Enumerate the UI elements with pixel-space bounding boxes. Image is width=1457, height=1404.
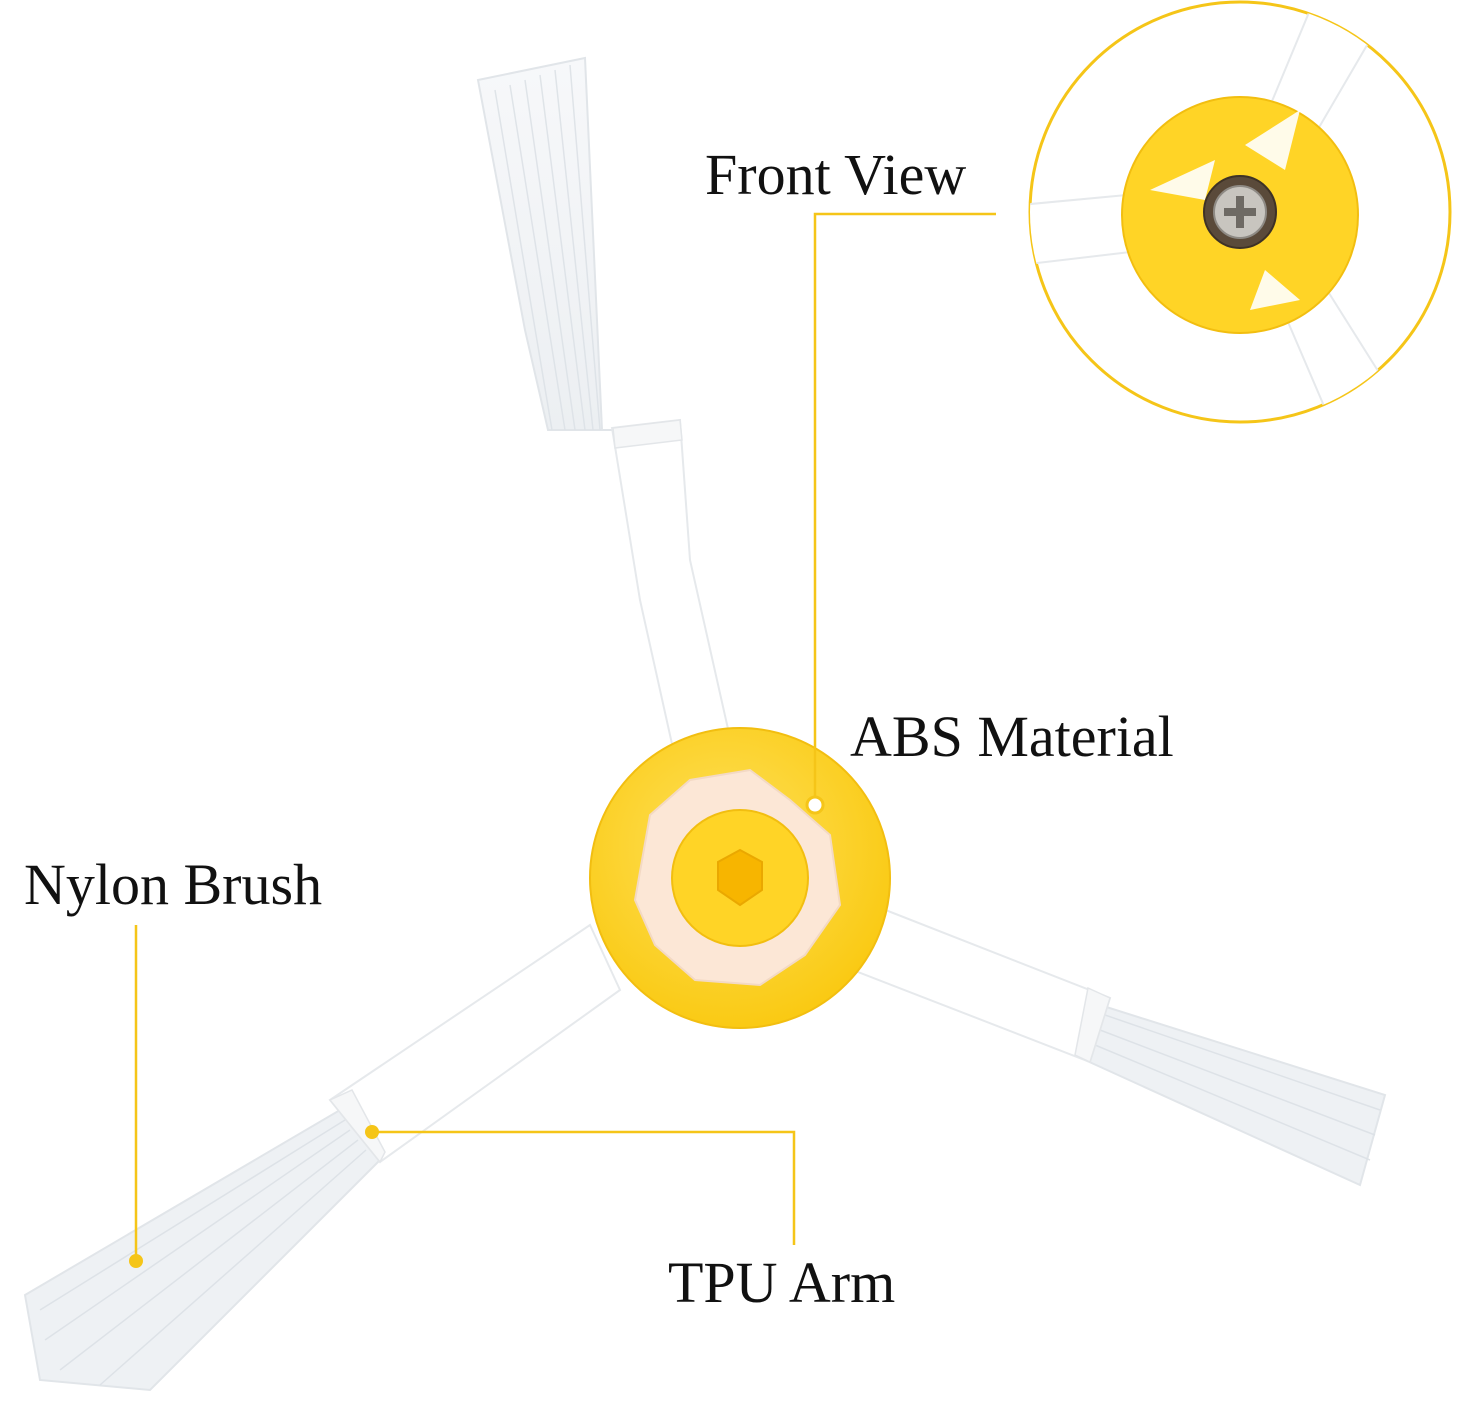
front-view-inset: [1028, 0, 1452, 424]
nylon-brush-label: Nylon Brush: [24, 852, 323, 917]
abs-hub: [589, 727, 891, 1029]
abs-dot: [805, 795, 825, 815]
tpu-arm-label: TPU Arm: [668, 1250, 896, 1315]
front-view-leader: [813, 212, 996, 805]
abs-material-label: ABS Material: [850, 704, 1174, 769]
left-bristle-strands: [39, 1119, 367, 1386]
left-arm: [23, 923, 622, 1392]
callout-lines: [134, 212, 996, 1260]
right-bristle-strands: [1094, 1014, 1381, 1161]
top-arm: [476, 56, 737, 782]
top-bristles: [476, 56, 612, 431]
tpu-dot: [365, 1125, 379, 1139]
right-arm: [838, 898, 1387, 1187]
front-view-label: Front View: [705, 142, 967, 207]
tpu-arm-leader: [372, 1130, 796, 1245]
callout-dots: [129, 795, 825, 1268]
top-bristle-strands: [494, 64, 601, 431]
top-tpu-arm: [610, 418, 737, 782]
right-bristles: [1083, 1003, 1387, 1187]
hex-socket: [717, 848, 763, 907]
left-bristles: [23, 1108, 382, 1392]
nylon-dot: [129, 1254, 143, 1268]
